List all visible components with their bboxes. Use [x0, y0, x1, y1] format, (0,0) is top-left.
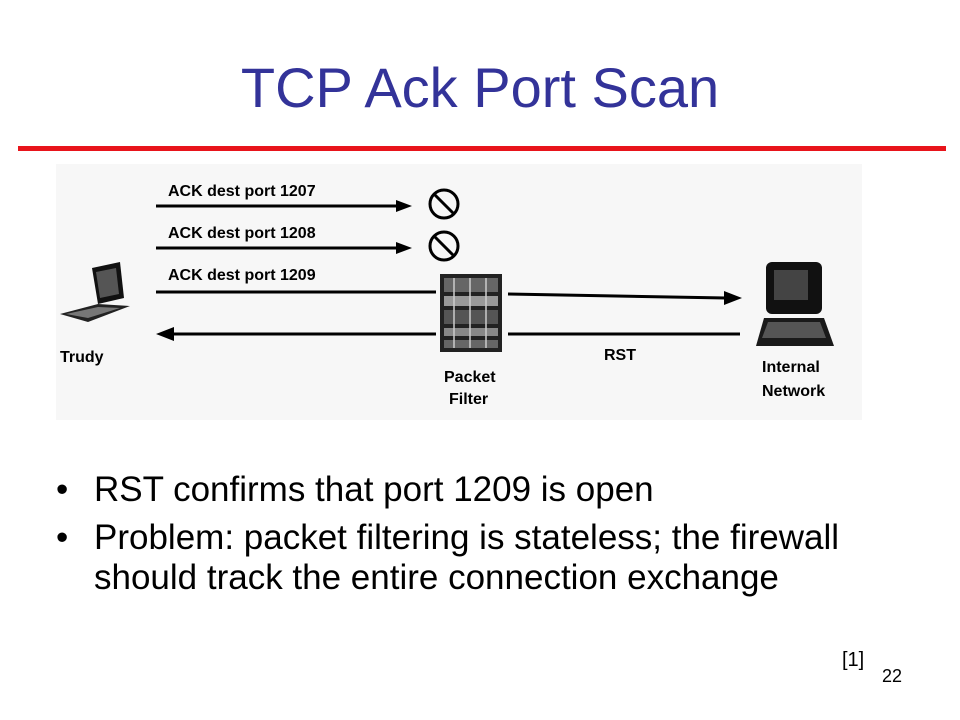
rst-reply-arrow	[156, 327, 740, 341]
rst-label: RST	[604, 347, 636, 364]
probe-arrow-1209	[156, 290, 742, 305]
bullet-item: • RST confirms that port 1209 is open	[56, 470, 936, 510]
internal-label-line1: Internal	[762, 359, 820, 376]
workstation-icon	[756, 262, 834, 346]
firewall-icon	[440, 274, 502, 352]
probe-label-1208: ACK dest port 1208	[168, 225, 316, 242]
bullet-text: Problem: packet filtering is stateless; …	[94, 518, 840, 597]
probe-arrow-1208	[156, 242, 412, 254]
probe-label-1209: ACK dest port 1209	[168, 267, 316, 284]
probe-label-1207: ACK dest port 1207	[168, 183, 316, 200]
probe-arrow-1207	[156, 200, 412, 212]
internal-label-line2: Network	[762, 383, 825, 400]
port-scan-diagram: ACK dest port 1207 ACK dest port 1208 AC…	[56, 164, 862, 420]
bullet-marker: •	[56, 470, 69, 509]
no-entry-icon	[428, 188, 460, 220]
page-number: 22	[882, 666, 903, 686]
bullet-text: RST confirms that port 1209 is open	[94, 470, 654, 509]
title-divider	[18, 146, 946, 151]
no-entry-icon	[428, 230, 460, 262]
filter-label-line2: Filter	[449, 391, 488, 408]
filter-label-line1: Packet	[444, 369, 496, 386]
slide-title: TCP Ack Port Scan	[240, 56, 720, 119]
reference-marker: [1]	[842, 649, 865, 671]
bullet-list: • RST confirms that port 1209 is open • …	[56, 470, 936, 606]
bullet-item: • Problem: packet filtering is stateless…	[56, 518, 936, 598]
bullet-marker: •	[56, 518, 69, 557]
attacker-label: Trudy	[60, 349, 104, 366]
laptop-icon	[60, 262, 130, 322]
